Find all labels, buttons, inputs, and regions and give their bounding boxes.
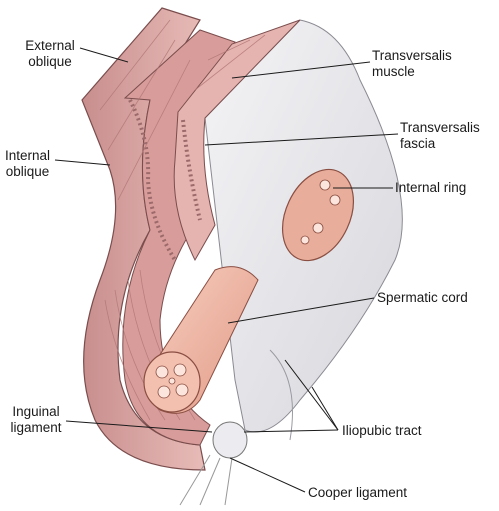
internal-ring-vessels [300, 179, 341, 245]
label-external-oblique: External oblique [10, 38, 90, 70]
cord-vessels [155, 363, 189, 399]
label-internal-oblique-line1: Internal [4, 148, 51, 163]
label-transversalis-muscle: Transversalis muscle [372, 48, 452, 80]
lower-strands [179, 454, 233, 506]
label-internal-ring: Internal ring [395, 180, 467, 195]
leader-lines [54, 47, 399, 493]
label-transversalis-fascia: Transversalis fascia [400, 120, 480, 152]
cooper-ligament-shape [212, 421, 248, 459]
label-transversalis-fascia-line2: fascia [400, 136, 436, 151]
label-transversalis-fascia-line1: Transversalis [400, 120, 480, 135]
label-spermatic-cord: Spermatic cord [377, 290, 468, 305]
label-internal-oblique-line2: oblique [5, 164, 50, 179]
label-inguinal-ligament-line1: Inguinal [12, 404, 60, 419]
label-internal-oblique: Internal oblique [0, 148, 55, 180]
muscle-striations [99, 19, 266, 421]
internal-ring [282, 168, 354, 262]
label-external-oblique-line2: oblique [28, 54, 72, 69]
transversalis-cut-edge [181, 119, 202, 221]
label-iliopubic-tract: Iliopubic tract [342, 423, 422, 438]
label-cooper-ligament: Cooper ligament [308, 485, 408, 500]
transversalis-muscle [173, 19, 301, 262]
fascia-edge [269, 349, 293, 441]
label-transversalis-muscle-line1: Transversalis [372, 48, 452, 63]
label-external-oblique-line1: External [25, 38, 75, 53]
label-transversalis-muscle-line2: muscle [372, 64, 415, 79]
label-inguinal-ligament: Inguinal ligament [2, 404, 70, 436]
internal-oblique-cut-edge [128, 99, 177, 262]
label-inguinal-ligament-line2: ligament [10, 420, 62, 435]
